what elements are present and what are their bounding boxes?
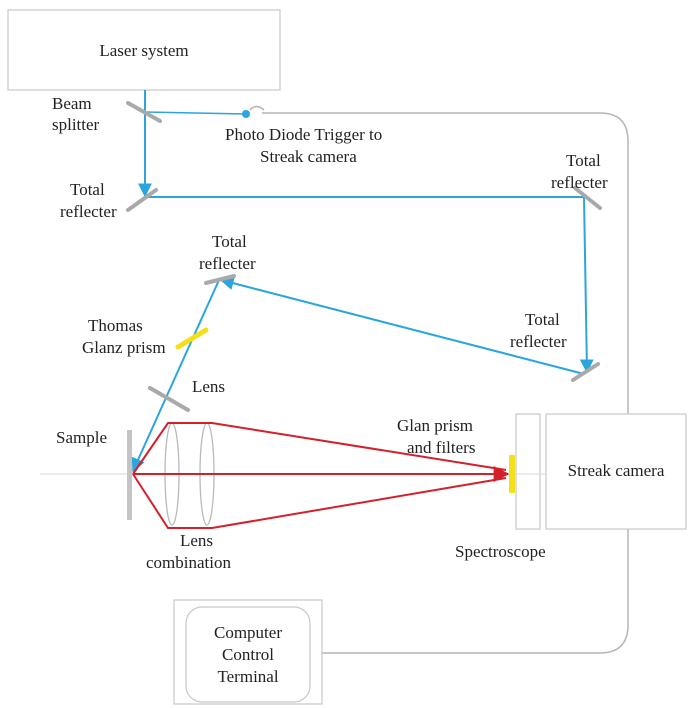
reflector-1-label-line-1: Total: [70, 180, 105, 199]
reflector-4-icon: [571, 362, 600, 382]
reflector-2-label-line-2: reflecter: [551, 173, 608, 192]
thomas-prism-icon: [175, 327, 209, 350]
beam-splitter-label-line-1: Beam: [52, 94, 92, 113]
thomas-prism-label-line-1: Thomas: [88, 316, 143, 335]
reflector-2-label-line-1: Total: [566, 151, 601, 170]
trigger-cable: [262, 112, 629, 654]
thomas-prism-label-line-2: Glanz prism: [82, 338, 166, 357]
emission-beam: [132, 422, 510, 529]
laser-system-label: Laser system: [99, 41, 188, 60]
reflector-3-label-line-2: reflecter: [199, 254, 256, 273]
photo-diode-icon: [242, 110, 250, 118]
lens-combination-label-line-2: combination: [146, 553, 231, 572]
streak-camera-label: Streak camera: [568, 461, 665, 480]
glan-prism-icon: [509, 455, 515, 493]
sample-label: Sample: [56, 428, 107, 447]
beam-splitter-icon: [126, 101, 162, 123]
photo-diode-label-line-1: Photo Diode Trigger to: [225, 125, 382, 144]
spectroscope-box: [515, 413, 541, 530]
glan-prism-label-line-1: Glan prism: [397, 416, 473, 435]
reflector-1-label-line-2: reflecter: [60, 202, 117, 221]
glan-prism-label-line-2: and filters: [407, 438, 475, 457]
reflector-2-icon: [573, 186, 602, 210]
reflector-3-icon: [204, 274, 236, 285]
computer-label-line-3: Terminal: [217, 667, 278, 686]
beam-splitter-label-line-2: splitter: [52, 115, 100, 134]
computer-inner-frame: [185, 606, 311, 703]
sample-holder-icon: [127, 430, 132, 520]
streak-camera-box: [545, 413, 687, 530]
reflector-4-label-line-1: Total: [525, 310, 560, 329]
lens-icon: [148, 386, 190, 412]
photo-diode-connector: [249, 105, 265, 111]
lens-label: Lens: [192, 377, 225, 396]
reflector-4-label-line-2: reflecter: [510, 332, 567, 351]
lens-combination-label-line-1: Lens: [180, 531, 213, 550]
computer-label-line-1: Computer: [214, 623, 282, 642]
laser-system-box: [7, 9, 281, 91]
laser-beam-path: [131, 90, 594, 473]
spectroscope-label: Spectroscope: [455, 542, 546, 561]
reflector-1-icon: [126, 188, 158, 212]
reflector-3-label-line-1: Total: [212, 232, 247, 251]
computer-label-line-2: Control: [222, 645, 274, 664]
photo-diode-label-line-2: Streak camera: [260, 147, 357, 166]
